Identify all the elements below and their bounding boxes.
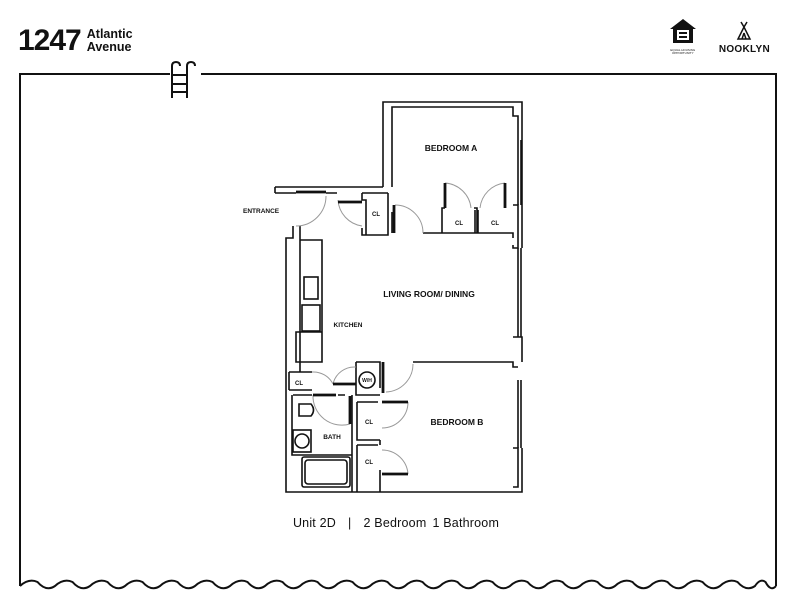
closet-label: CL (365, 460, 373, 466)
nooklyn-logo: NOOKLYN (719, 21, 770, 55)
street-name: Atlantic Avenue (87, 28, 133, 54)
living-room-label: LIVING ROOM/ DINING (383, 289, 475, 299)
equal-housing-logo: EQUAL HOUSING OPPORTUNITY (665, 18, 701, 55)
equal-housing-text: EQUAL HOUSING OPPORTUNITY (670, 48, 696, 55)
closet-label: CL (295, 381, 303, 387)
bath-label: BATH (323, 434, 341, 441)
street-line-2: Avenue (86, 40, 132, 54)
bedroom-a-label: BEDROOM A (425, 143, 478, 153)
closet-label: CL (491, 221, 499, 227)
building-number: 1247 (18, 24, 82, 57)
ladder-icon (171, 60, 196, 98)
water-heater-label: W/H (362, 378, 372, 384)
brand-name: NOOKLYN (718, 44, 770, 55)
bathroom-count: 1 Bathroom (432, 516, 500, 530)
teepee-icon (737, 21, 752, 40)
unit-caption: Unit 2D | 2 Bedroom 1 Bathroom (0, 516, 792, 530)
doors (295, 182, 506, 475)
separator: | (348, 516, 352, 530)
logos: EQUAL HOUSING OPPORTUNITY NOOKLYN (665, 18, 770, 55)
door-leaves (296, 183, 507, 476)
kitchen-label: KITCHEN (334, 322, 363, 329)
page-frame (19, 73, 777, 590)
bedroom-b-label: BEDROOM B (431, 417, 484, 427)
wavy-bottom-border (19, 579, 777, 590)
entrance-label: ENTRANCE (243, 208, 280, 215)
building-title: 1247 Atlantic Avenue (18, 26, 133, 56)
closet-label: CL (365, 420, 373, 426)
unit-number: Unit 2D (292, 516, 337, 530)
closet-label: CL (455, 221, 463, 227)
street-line-1: Atlantic (86, 27, 133, 41)
closet-label: CL (372, 212, 380, 218)
walls (274, 101, 523, 493)
house-icon (669, 19, 696, 43)
bedroom-count: 2 Bedroom (363, 516, 427, 530)
